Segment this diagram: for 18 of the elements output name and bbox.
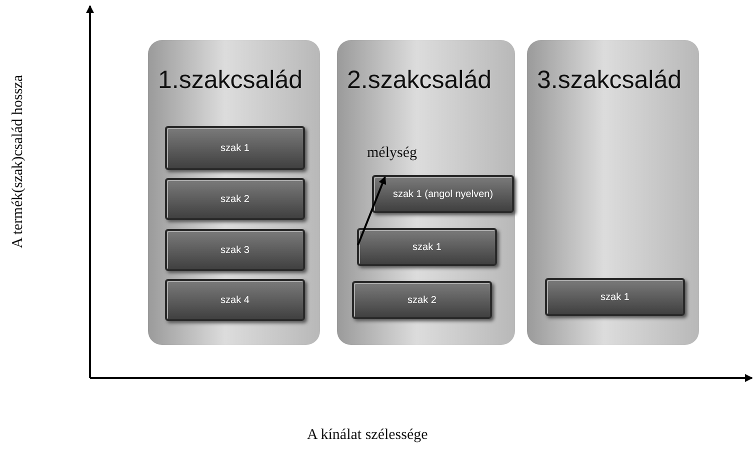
family-panel xyxy=(527,40,699,345)
y-axis-title: A termék(szak)család hossza xyxy=(10,75,27,248)
course-box: szak 1 (angol nyelven) xyxy=(372,175,514,213)
x-axis-title: A kínálat szélessége xyxy=(307,427,428,444)
family-panel xyxy=(148,40,320,345)
course-box: szak 1 xyxy=(165,126,305,170)
course-box: szak 4 xyxy=(165,279,305,321)
course-box: szak 1 xyxy=(357,228,497,266)
course-box: szak 1 xyxy=(545,278,685,316)
panel-heading: 2.szakcsalád xyxy=(347,66,492,95)
edge-label: mélység xyxy=(367,145,417,162)
arrow xyxy=(357,176,386,246)
panel-heading: 3.szakcsalád xyxy=(537,66,682,95)
course-box: szak 3 xyxy=(165,229,305,271)
course-box: szak 2 xyxy=(165,178,305,220)
panel-heading: 1.szakcsalád xyxy=(158,66,303,95)
family-panel xyxy=(337,40,515,345)
course-box: szak 2 xyxy=(352,281,492,319)
